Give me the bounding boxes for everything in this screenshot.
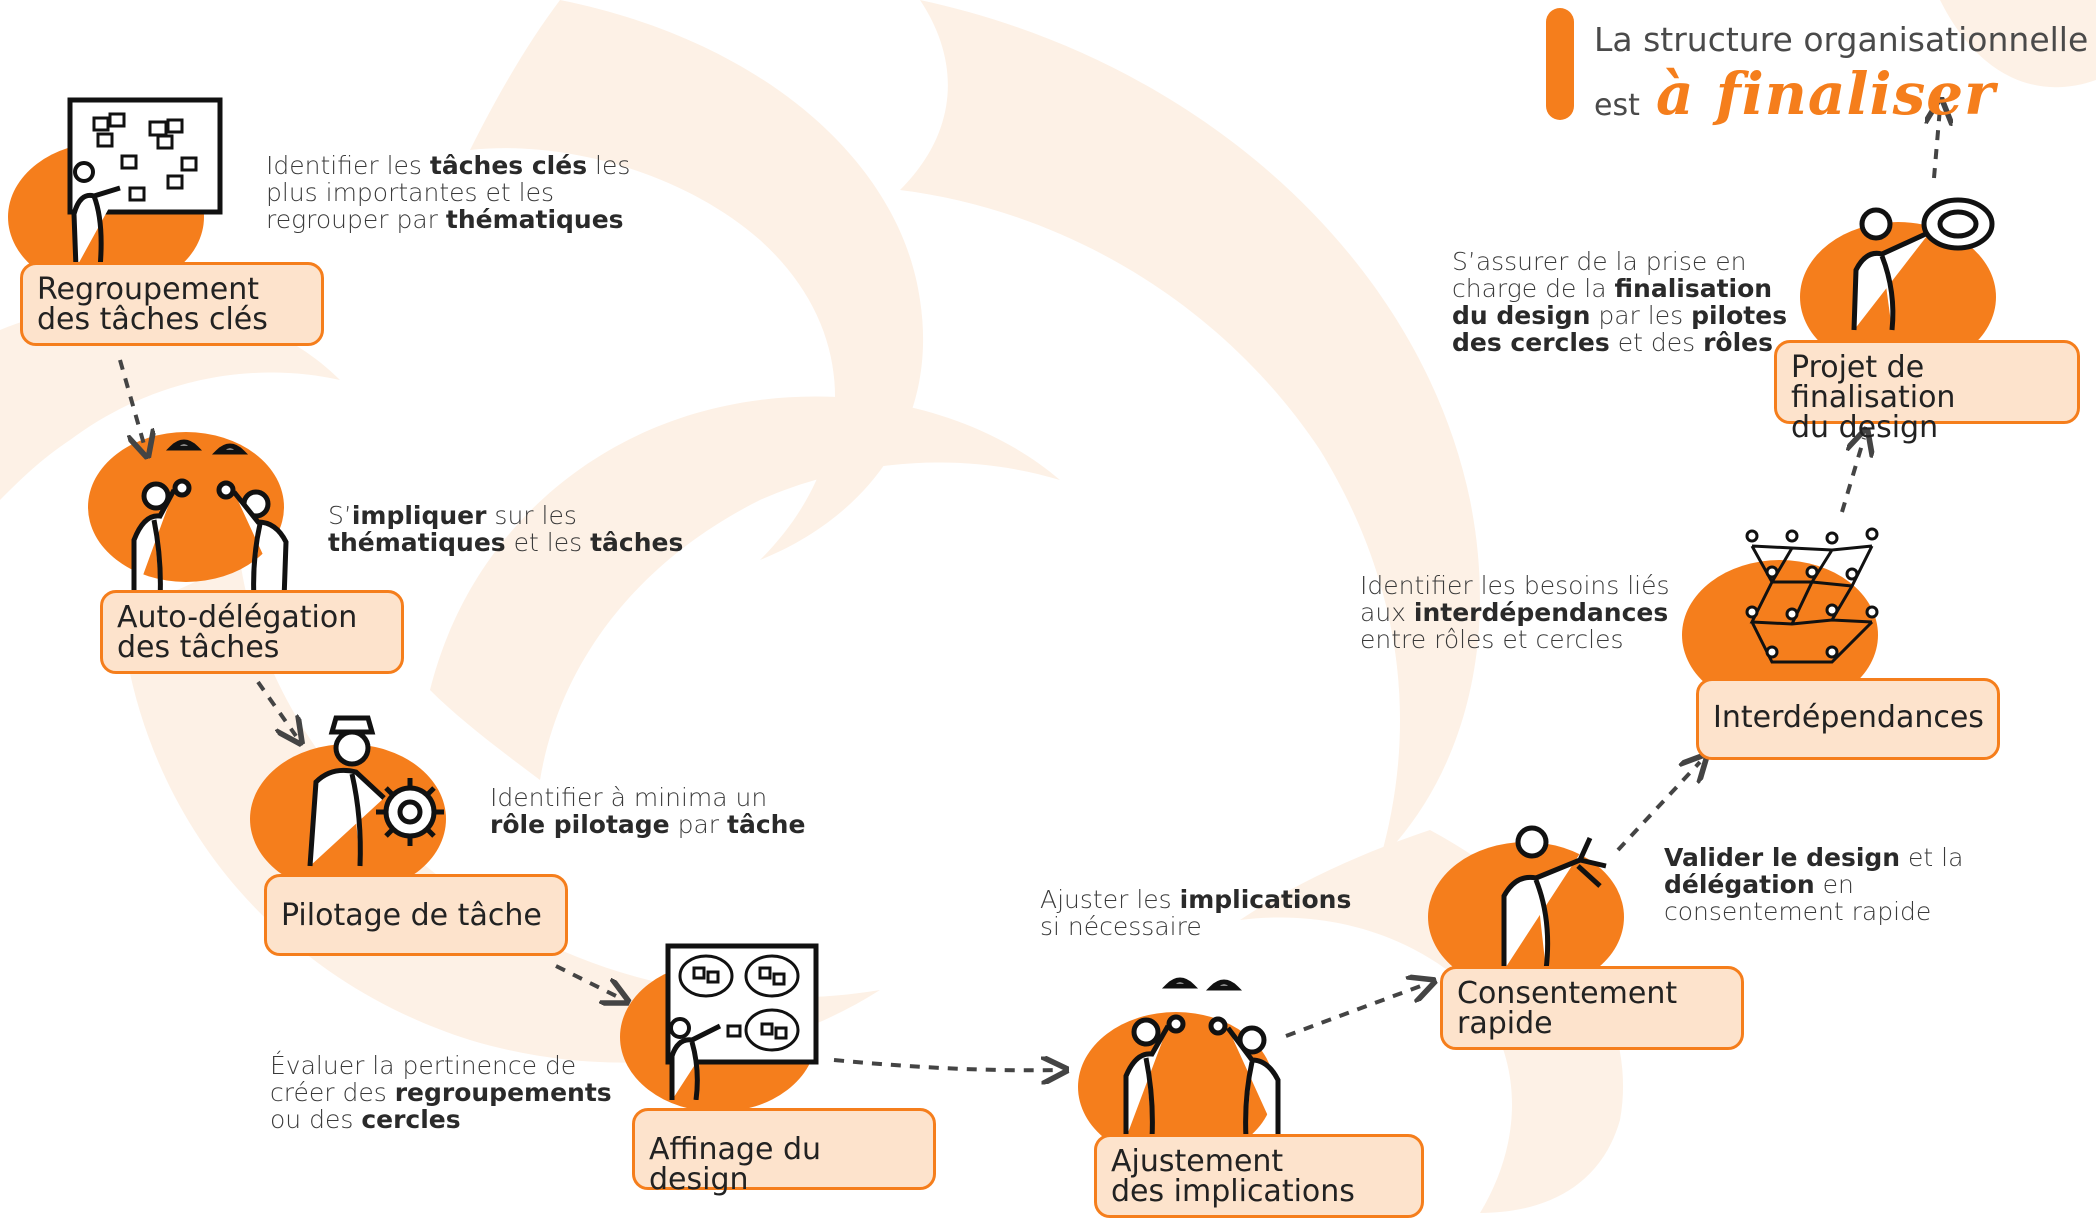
people-with-hard-hats-icon <box>1123 977 1281 1138</box>
description-segment: par <box>669 810 727 839</box>
description-segment: interdépendances <box>1413 598 1669 627</box>
description-segment: impliquer <box>351 501 487 530</box>
step-7-description: Identifier les besoins liés aux interdép… <box>1360 571 1670 654</box>
people-with-hard-hats-icon <box>131 439 289 600</box>
description-segment: et des <box>1609 328 1704 357</box>
grouped-sticky-notes-board-icon <box>665 943 819 1100</box>
description-segment: et les <box>505 528 591 557</box>
step-6-label: Consentement rapide <box>1440 966 1744 1050</box>
description-segment: ou des <box>270 1105 354 1134</box>
step-3-label: Pilotage de tâche <box>264 874 568 956</box>
step-4-description: Évaluer la pertinence de créer des regro… <box>270 1051 612 1134</box>
description-segment: thématiques <box>328 528 506 557</box>
description-segment: si nécessaire <box>1040 912 1202 941</box>
description-segment: S’assurer de la prise en charge de la <box>1452 247 1747 303</box>
title-accent-bar <box>1546 8 1574 120</box>
description-segment: délégation <box>1664 870 1815 899</box>
description-segment: finalisation du design <box>1452 274 1773 330</box>
sticky-note-board-icon <box>67 97 223 269</box>
description-segment: implications <box>1179 885 1352 914</box>
description-segment: Évaluer la pertinence de créer des <box>270 1051 577 1107</box>
description-segment: sur les <box>494 501 577 530</box>
step-7-label: Interdépendances <box>1696 678 2000 760</box>
step-6-description: Valider le design et la délégation en co… <box>1664 844 1963 925</box>
description-segment: tâches clés <box>429 151 588 180</box>
description-segment: thématiques <box>445 205 624 234</box>
title-accent: à finaliser <box>1656 60 1996 128</box>
description-segment: rôles <box>1703 328 1773 357</box>
description-segment: tâche <box>727 810 806 839</box>
step-3-description: Identifier à minima un rôle pilotage par… <box>490 784 805 838</box>
description-segment: cercles <box>361 1105 461 1134</box>
step-1-description: Identifier les tâches clés les plus impo… <box>266 152 630 233</box>
description-segment: rôle pilotage <box>490 810 670 839</box>
step-8-label: Projet de finalisation du design <box>1774 340 2080 443</box>
step-8-description: S’assurer de la prise en charge de la fi… <box>1452 248 1787 356</box>
step-2-label: Auto-délégation des tâches <box>100 590 404 674</box>
pilot-with-helm-icon <box>307 715 444 867</box>
description-segment: les plus importantes et les regrouper pa… <box>266 151 631 234</box>
person-raising-hand-icon <box>1501 825 1607 971</box>
description-segment: S’ <box>328 501 352 530</box>
description-segment: Ajuster les <box>1040 885 1180 914</box>
description-segment: en consentement rapide <box>1664 870 1932 926</box>
step-4-label: Affinage du design <box>632 1108 936 1195</box>
description-segment: design <box>1806 843 1901 872</box>
description-segment: Identifier les <box>266 151 430 180</box>
description-segment: entre rôles et cercles <box>1360 625 1624 654</box>
title-est: est <box>1594 88 1640 123</box>
description-segment: par les <box>1590 301 1692 330</box>
description-segment: Identifier à minima un <box>490 783 768 812</box>
person-with-magnifier-icon <box>1851 197 1995 331</box>
description-segment: Valider le <box>1664 843 1807 872</box>
step-2-description: S’impliquer sur les thématiques et les t… <box>328 502 683 556</box>
step-5-description: Ajuster les implications si nécessaire <box>1040 885 1352 941</box>
description-segment: et la <box>1908 843 1964 872</box>
description-segment: Identifier les besoins liés aux <box>1360 571 1670 627</box>
description-segment: pilotes des cercles <box>1452 301 1788 357</box>
step-1-label: Regroupement des tâches clés <box>20 262 324 346</box>
step-5-label: Ajustement des implications <box>1094 1134 1424 1218</box>
title-line-1: La structure organisationnelle <box>1594 20 2089 59</box>
description-segment: regroupements <box>394 1078 612 1107</box>
description-segment: tâches <box>590 528 684 557</box>
network-of-people-icon <box>1745 527 1879 664</box>
